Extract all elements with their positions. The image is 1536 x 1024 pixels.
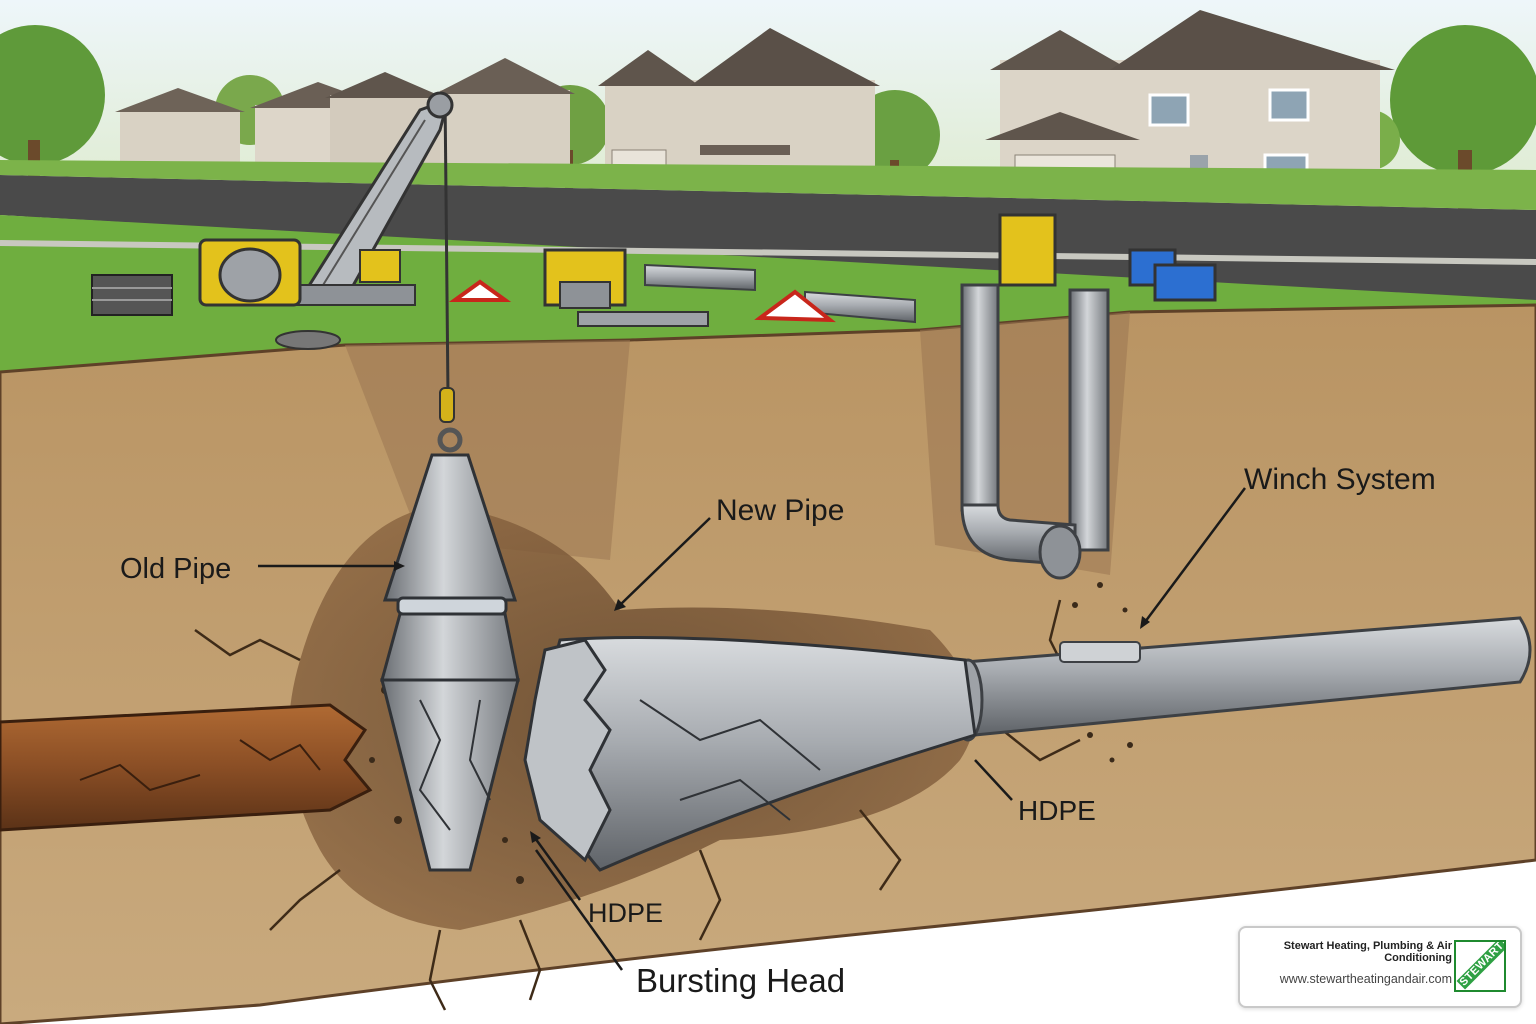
stewart-logo-icon: STEWART — [1454, 940, 1506, 992]
hdpe-bottom-arrow — [533, 837, 582, 901]
bursting-head-arrow — [534, 849, 624, 971]
brand-url: www.stewartheatingandair.com — [1279, 972, 1452, 986]
new-pipe-label: New Pipe — [716, 494, 844, 527]
hdpe-right-arrow — [974, 759, 1013, 801]
winch-system-label: Winch System — [1244, 463, 1436, 496]
brand-name: Stewart Heating, Plumbing & Air Conditio… — [1283, 940, 1452, 964]
bursting-head-label: Bursting Head — [636, 962, 845, 999]
winch-icon — [198, 238, 401, 307]
bursting-head-icon — [380, 94, 520, 872]
brand-card: Stewart Heating, Plumbing & Air Conditio… — [1238, 926, 1522, 1008]
hdpe-right-label: HDPE — [1018, 795, 1096, 826]
new-pipe-arrow — [619, 517, 711, 606]
hdpe-bottom-label: HDPE — [588, 898, 663, 928]
expander-cone — [523, 636, 977, 872]
vertical-pipe — [960, 283, 1110, 580]
stewart-logo-text: STEWART — [1456, 940, 1506, 990]
old-pipe — [0, 703, 373, 832]
traffic-barrier-icon — [448, 279, 836, 323]
crane-icon — [289, 91, 454, 306]
debris — [369, 582, 1133, 884]
surface-pipes — [644, 263, 916, 324]
pointer-arrows — [258, 487, 1247, 971]
winch-clamp — [1059, 641, 1141, 663]
old-pipe-label: Old Pipe — [120, 553, 231, 585]
hydraulic-unit-icon — [543, 213, 1217, 327]
pallet-stack — [91, 274, 341, 350]
winch-system-arrow — [1143, 487, 1247, 623]
